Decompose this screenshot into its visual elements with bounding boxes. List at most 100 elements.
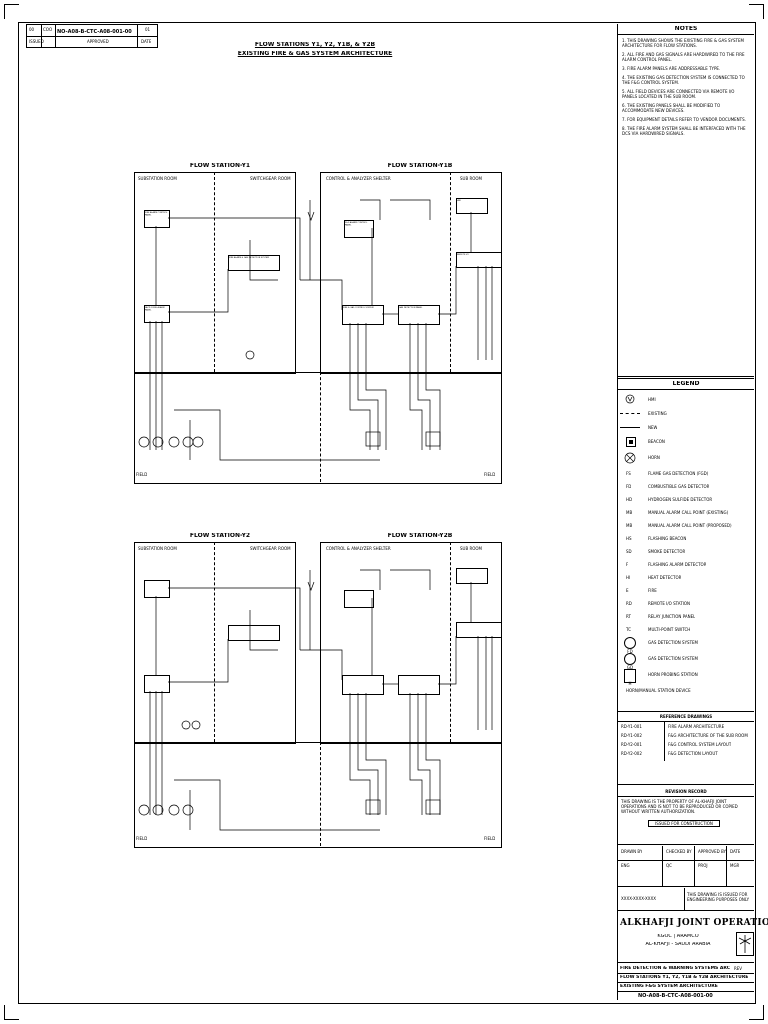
signoff-panel: DRAWN BY CHECKED BY APPROVED BY DATE ENG… <box>618 846 754 887</box>
fire-alarm-control-panel <box>144 580 170 598</box>
legend-row: EXISTING <box>620 407 752 421</box>
legend-row: HORN/MANUAL STATION DEVICE <box>620 684 752 697</box>
page-subtitle: EXISTING FIRE & GAS SYSTEM ARCHITECTURE <box>237 51 393 57</box>
title-rev: REV <box>734 966 743 971</box>
legend-row: FD GAS DETECTION SYSTEM <box>620 636 752 654</box>
legend-title: LEGEND <box>672 381 700 387</box>
legend-label: BEACON <box>648 439 665 444</box>
y2-sub-b: SWITCHGEAR ROOM <box>250 546 291 551</box>
code-row: XXXX-XXXX-XXXX THIS DRAWING IS ISSUED FO… <box>618 888 754 911</box>
signoff-cell: ENG <box>621 863 630 868</box>
company-block: ALKHAFJI JOINT OPERATIONS KGOC | ARAMCO … <box>618 912 768 963</box>
note-item: 3. FIRE ALARM PANELS ARE ADDRESSABLE TYP… <box>622 66 721 71</box>
y1b-sub-b: SUB ROOM <box>460 176 483 181</box>
fg-control-system: FIRE & GAS CONTROL SYSTEM <box>342 305 384 325</box>
legend-label: HORN PROBING STATION <box>648 672 698 677</box>
fd-circle-icon: FD <box>624 637 636 654</box>
reference-desc: F&G CONTROL SYSTEM LAYOUT <box>668 742 732 747</box>
signoff-cell: DRAWN BY <box>621 849 643 854</box>
station-y1-panel <box>134 172 296 374</box>
note-item: 4. THE EXISTING GAS DETECTION SYSTEM IS … <box>622 75 745 85</box>
note-item: 2. ALL FIRE AND GAS SIGNALS ARE HARDWIRE… <box>622 52 745 62</box>
fire-gas-detection-box <box>228 625 280 641</box>
y1b-sub-a: CONTROL & ANALYZER SHELTER <box>326 176 391 181</box>
reference-code: RD-Y2-002 <box>621 751 642 756</box>
remote-io-box: REMOTE I/O <box>456 252 502 268</box>
header-row2-c: APPROVED <box>87 39 109 44</box>
signoff-cell: APPROVED BY <box>698 849 727 854</box>
y2-sub-a: SUBSTATION ROOM <box>138 546 177 551</box>
legend-label: HEAT DETECTOR <box>648 575 682 580</box>
signoff-cell: PROJ <box>698 863 708 868</box>
reference-desc: FIRE ALARM ARCHITECTURE <box>668 724 725 729</box>
field-left-label: FIELD <box>136 472 148 477</box>
facp-1-panel: FACP-1 FIRE ALARM PANEL <box>144 305 170 323</box>
legend-label: NEW <box>648 425 658 430</box>
signoff-cell: DATE <box>730 849 741 854</box>
revision-text: THIS DRAWING IS THE PROPERTY OF AL-KHAFJ… <box>621 799 738 814</box>
legend-label: RELAY JUNCTION PANEL <box>648 614 696 619</box>
field-right-label: FIELD <box>484 836 496 841</box>
signoff-cell: MGR <box>730 863 740 868</box>
notes-list: 1. THIS DRAWING SHOWS THE EXISTING FIRE … <box>622 38 750 140</box>
fg-alarm-panel: F&G ALARM CONTROL PANEL <box>344 220 374 238</box>
legend-row: BEACON <box>620 435 752 451</box>
legend-label: MANUAL ALARM CALL POINT (PROPOSED) <box>648 523 732 528</box>
company-name: ALKHAFJI JOINT OPERATIONS <box>620 918 768 928</box>
header-sheet: 01 <box>145 27 151 32</box>
horn-icon <box>624 452 636 464</box>
title-line-1: FIRE DETECTION & WARNING SYSTEMS ARCHITE… <box>620 966 730 971</box>
reference-code: RD-Y1-002 <box>621 733 642 738</box>
reference-desc: F&G ARCHITECTURE OF THE SUB ROOM <box>668 733 748 738</box>
legend-label: FLASHING BEACON <box>648 536 687 541</box>
gd-circle-icon: GD <box>624 653 636 670</box>
fg-alarm-panel <box>344 590 374 608</box>
y2b-sub-b: SUB ROOM <box>460 546 483 551</box>
reference-panel: REFERENCE DRAWINGS RD-Y1-001 FIRE ALARM … <box>618 712 754 785</box>
header-row2-a: ISSUED <box>29 39 44 44</box>
legend-label: FLAME GAS DETECTION (FGD) <box>648 471 709 476</box>
sensor-icon <box>625 394 635 404</box>
solid-line-icon <box>620 427 640 428</box>
legend-row: GD GAS DETECTION SYSTEM <box>620 652 752 670</box>
company-sub2: AL-KHAFJI - SAUDI ARABIA <box>645 942 711 947</box>
legend-label: HMI <box>648 397 656 402</box>
right-column: NOTES 1. THIS DRAWING SHOWS THE EXISTING… <box>617 24 768 1000</box>
code-1: XXXX-XXXX-XXXX <box>621 896 656 901</box>
signoff-cell: QC <box>666 863 672 868</box>
station-label-y1: FLOW STATION-Y1 <box>189 163 251 169</box>
diagram-bottom: FLOW STATION-Y2 FLOW STATION-Y2B SUBSTAT… <box>130 530 510 850</box>
field-right-label: FIELD <box>484 472 496 477</box>
reference-desc: F&G DETECTION LAYOUT <box>668 751 718 756</box>
crop-mark <box>749 1005 764 1020</box>
legend-label: SMOKE DETECTOR <box>648 549 686 554</box>
notes-panel: NOTES 1. THIS DRAWING SHOWS THE EXISTING… <box>618 24 754 377</box>
code-2: THIS DRAWING IS ISSUED FOR ENGINEERING P… <box>687 892 750 902</box>
note-item: 7. FOR EQUIPMENT DETAILS REFER TO VENDOR… <box>622 117 746 122</box>
company-logo <box>736 932 754 956</box>
legend-row: HMI <box>620 393 752 407</box>
title-block: FIRE DETECTION & WARNING SYSTEMS ARCHITE… <box>618 964 754 1000</box>
header-drawing-no: NO-A08-B-CTC-A08-001-00 <box>57 29 132 35</box>
legend-label: GAS DETECTION SYSTEM <box>648 640 698 645</box>
field-band <box>134 742 502 848</box>
station-y2-panel <box>134 542 296 744</box>
remote-io-box <box>456 622 502 638</box>
gas-detection-panel: GAS DETECTION PANEL <box>398 305 440 325</box>
legend-label: EXISTING <box>648 411 667 416</box>
diagram-top: FLOW STATION-Y1 FLOW STATION-Y1B SUBSTAT… <box>130 160 510 490</box>
legend-label: MANUAL ALARM CALL POINT (EXISTING) <box>648 510 729 515</box>
header-rev: 00 <box>29 27 35 32</box>
title-line-2: FLOW STATIONS Y1, Y2, Y1B & Y2B ARCHITEC… <box>620 975 749 980</box>
title-line-3: EXISTING F&G SYSTEM ARCHITECTURE <box>620 984 718 989</box>
note-item: 8. THE FIRE ALARM SYSTEM SHALL BE INTERF… <box>622 126 746 136</box>
hmi-box: HMI <box>456 198 488 214</box>
